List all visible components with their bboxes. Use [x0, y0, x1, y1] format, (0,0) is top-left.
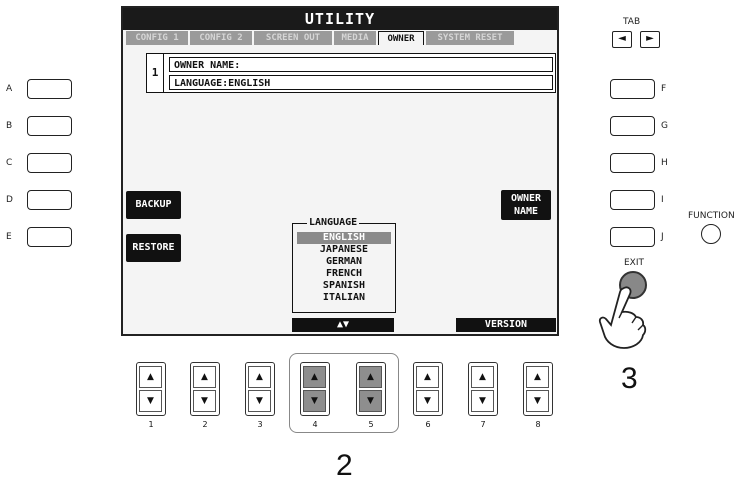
tab-screen-out[interactable]: SCREEN OUT — [254, 31, 332, 45]
label-e: E — [6, 232, 12, 242]
screen-title: UTILITY — [123, 8, 557, 30]
language-option-german[interactable]: GERMAN — [325, 256, 363, 267]
button-4-up[interactable]: ▲ — [303, 366, 326, 388]
button-1-up[interactable]: ▲ — [139, 366, 162, 388]
button-4-down[interactable]: ▼ — [303, 390, 326, 412]
bottom-label-3: 3 — [257, 420, 263, 429]
button-6-down[interactable]: ▼ — [416, 390, 439, 412]
tab-right-arrow-icon[interactable]: ► — [640, 31, 660, 48]
label-a: A — [6, 84, 13, 94]
button-8-up[interactable]: ▲ — [526, 366, 549, 388]
bottom-button-5: ▲ ▼ — [356, 362, 386, 416]
updown-bar[interactable]: ▲▼ — [292, 318, 394, 332]
bottom-button-4: ▲ ▼ — [300, 362, 330, 416]
label-h: H — [661, 158, 668, 168]
button-f[interactable] — [610, 79, 655, 99]
bottom-label-7: 7 — [480, 420, 486, 429]
label-g: G — [661, 121, 668, 131]
label-i: I — [661, 195, 664, 205]
tab-config-2[interactable]: CONFIG 2 — [190, 31, 252, 45]
owner-name-button-line1: OWNER — [510, 193, 542, 204]
button-1-down[interactable]: ▼ — [139, 390, 162, 412]
owner-name-button-line2: NAME — [513, 206, 539, 217]
owner-settings-list: 1 OWNER NAME: LANGUAGE:ENGLISH — [146, 53, 556, 93]
tab-system-reset[interactable]: SYSTEM RESET — [426, 31, 514, 45]
bottom-label-8: 8 — [535, 420, 541, 429]
button-c[interactable] — [27, 153, 72, 173]
bottom-label-4: 4 — [312, 420, 318, 429]
tab-label: TAB — [623, 17, 641, 27]
button-j[interactable] — [610, 227, 655, 247]
label-j: J — [661, 232, 664, 242]
label-c: C — [6, 158, 13, 168]
bottom-label-6: 6 — [425, 420, 431, 429]
restore-button[interactable]: RESTORE — [126, 234, 181, 262]
highlight-frame — [289, 353, 399, 433]
button-a[interactable] — [27, 79, 72, 99]
version-button[interactable]: VERSION — [456, 318, 556, 332]
button-3-down[interactable]: ▼ — [248, 390, 271, 412]
label-b: B — [6, 121, 13, 131]
button-5-down[interactable]: ▼ — [359, 390, 382, 412]
function-label: FUNCTION — [688, 211, 735, 221]
language-option-french[interactable]: FRENCH — [325, 268, 363, 279]
button-g[interactable] — [610, 116, 655, 136]
list-index: 1 — [147, 54, 164, 92]
label-f: F — [661, 84, 667, 94]
language-selector: LANGUAGE ENGLISH JAPANESE GERMAN FRENCH … — [292, 217, 396, 313]
bottom-button-1: ▲ ▼ — [136, 362, 166, 416]
bottom-label-2: 2 — [202, 420, 208, 429]
bottom-button-6: ▲ ▼ — [413, 362, 443, 416]
language-option-italian[interactable]: ITALIAN — [322, 292, 366, 303]
button-5-up[interactable]: ▲ — [359, 366, 382, 388]
owner-name-button[interactable]: OWNER NAME — [501, 190, 551, 220]
button-6-up[interactable]: ▲ — [416, 366, 439, 388]
button-i[interactable] — [610, 190, 655, 210]
button-b[interactable] — [27, 116, 72, 136]
language-option-english[interactable]: ENGLISH — [297, 232, 391, 244]
backup-button[interactable]: BACKUP — [126, 191, 181, 219]
step-3-label: 3 — [621, 362, 638, 395]
button-8-down[interactable]: ▼ — [526, 390, 549, 412]
label-d: D — [6, 195, 13, 205]
tab-left-arrow-icon[interactable]: ◄ — [612, 31, 632, 48]
button-2-down[interactable]: ▼ — [193, 390, 216, 412]
language-row[interactable]: LANGUAGE:ENGLISH — [169, 75, 553, 90]
button-3-up[interactable]: ▲ — [248, 366, 271, 388]
language-option-spanish[interactable]: SPANISH — [322, 280, 366, 291]
language-legend: LANGUAGE — [307, 217, 360, 229]
bottom-button-8: ▲ ▼ — [523, 362, 553, 416]
bottom-label-5: 5 — [368, 420, 374, 429]
lcd-screen: UTILITY CONFIG 1 CONFIG 2 SCREEN OUT MED… — [121, 6, 559, 336]
button-7-down[interactable]: ▼ — [471, 390, 494, 412]
tab-media[interactable]: MEDIA — [334, 31, 376, 45]
button-2-up[interactable]: ▲ — [193, 366, 216, 388]
button-h[interactable] — [610, 153, 655, 173]
step-2-label: 2 — [336, 449, 353, 482]
bottom-label-1: 1 — [148, 420, 154, 429]
bottom-button-7: ▲ ▼ — [468, 362, 498, 416]
pointing-hand-icon — [598, 286, 647, 349]
owner-name-row[interactable]: OWNER NAME: — [169, 57, 553, 72]
bottom-button-2: ▲ ▼ — [190, 362, 220, 416]
tab-bar: CONFIG 1 CONFIG 2 SCREEN OUT MEDIA OWNER… — [126, 31, 556, 45]
tab-owner[interactable]: OWNER — [378, 31, 424, 45]
button-7-up[interactable]: ▲ — [471, 366, 494, 388]
language-option-japanese[interactable]: JAPANESE — [319, 244, 369, 255]
tab-config-1[interactable]: CONFIG 1 — [126, 31, 188, 45]
button-e[interactable] — [27, 227, 72, 247]
exit-label: EXIT — [624, 258, 645, 268]
button-d[interactable] — [27, 190, 72, 210]
bottom-button-3: ▲ ▼ — [245, 362, 275, 416]
function-button[interactable] — [701, 224, 721, 244]
